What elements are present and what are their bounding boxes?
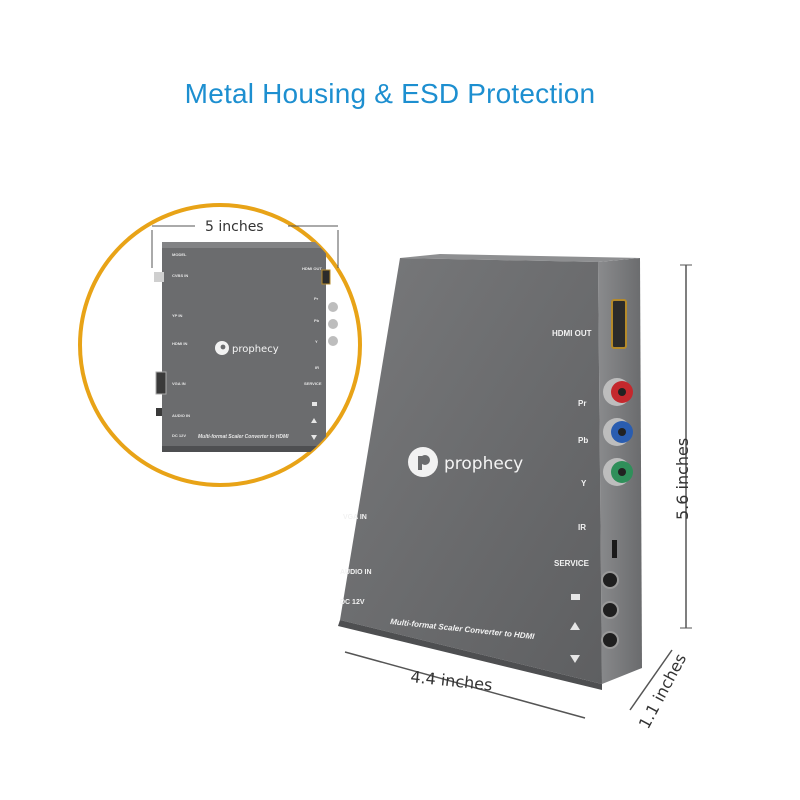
service-button-3 (601, 631, 619, 649)
device-top-edge (400, 254, 640, 262)
inset-label-pr: Pr (314, 296, 319, 301)
inset-label-hdmi-out: HDMI OUT (302, 266, 322, 271)
inset-hdmi-port (321, 269, 331, 285)
inset-label-pb: Pb (314, 318, 320, 323)
service-button-2 (601, 601, 619, 619)
down-arrow-icon (570, 655, 580, 663)
rca-jack-y (603, 458, 633, 486)
inset-view: MODEL CVBS IN YP IN HDMI IN VGA IN AUDIO… (78, 203, 362, 487)
inset-label-y: Y (315, 339, 318, 344)
label-hdmi-out: HDMI OUT (552, 329, 592, 338)
inset-label-model: MODEL (172, 252, 187, 257)
inset-jack-pb (328, 319, 338, 329)
depth-dimension-line (629, 649, 673, 711)
inset-audio-port (156, 408, 162, 416)
height-label: 5.6 inches (673, 438, 692, 520)
device-bottom-lip (338, 620, 602, 690)
width-bottom-label: 4.4 inches (410, 667, 494, 694)
label-vga-in: VGA IN (343, 514, 367, 521)
inset-up-arrow-icon (311, 418, 317, 423)
rca-jack-pb (603, 418, 633, 446)
inset-brand-name: prophecy (232, 344, 279, 355)
inset-label-service: SERVICE (304, 381, 322, 386)
inset-vga-port (155, 371, 167, 395)
label-pr: Pr (578, 399, 586, 408)
hdmi-out-port (611, 299, 627, 349)
inset-camera-icon (312, 402, 317, 406)
brand-name: prophecy (444, 454, 523, 474)
label-dc: DC 12V (340, 599, 365, 606)
width-dimension-line (344, 651, 586, 719)
camera-icon (571, 594, 580, 600)
label-ir: IR (578, 523, 586, 532)
inset-cvbs-port (154, 272, 164, 282)
up-arrow-icon (570, 622, 580, 630)
inset-label-ypbpr: YP IN (172, 313, 182, 318)
rca-jack-pr (603, 378, 633, 406)
ir-window (612, 540, 617, 558)
inset-product-name: Multi-format Scaler Converter to HDMI (198, 434, 289, 440)
inset-width-label: 5 inches (205, 219, 264, 235)
label-y: Y (581, 479, 587, 488)
inset-label-ir: IR (315, 365, 319, 370)
service-button-1 (601, 571, 619, 589)
inset-jack-pr (328, 302, 338, 312)
inset-label-hdmi-in: HDMI IN (172, 341, 187, 346)
brand-logo: prophecy (408, 447, 523, 477)
inset-label-cvbs: CVBS IN (172, 273, 188, 278)
inset-label-audio: AUDIO IN (172, 413, 190, 418)
label-service: SERVICE (554, 559, 590, 568)
inset-label-dc: DC 12V (172, 433, 186, 438)
inset-device-body (162, 242, 326, 452)
headline-title: Metal Housing & ESD Protection (184, 78, 596, 109)
main-device: HDMI OUT Pr Pb Y IR SERVICE VGA IN AUDIO… (338, 254, 642, 690)
device-front-face (340, 258, 602, 684)
label-audio-in: AUDIO IN (340, 569, 372, 576)
inset-down-arrow-icon (311, 435, 317, 440)
inset-jack-y (328, 336, 338, 346)
inset-label-vga: VGA IN (172, 381, 186, 386)
label-pb: Pb (578, 436, 588, 445)
